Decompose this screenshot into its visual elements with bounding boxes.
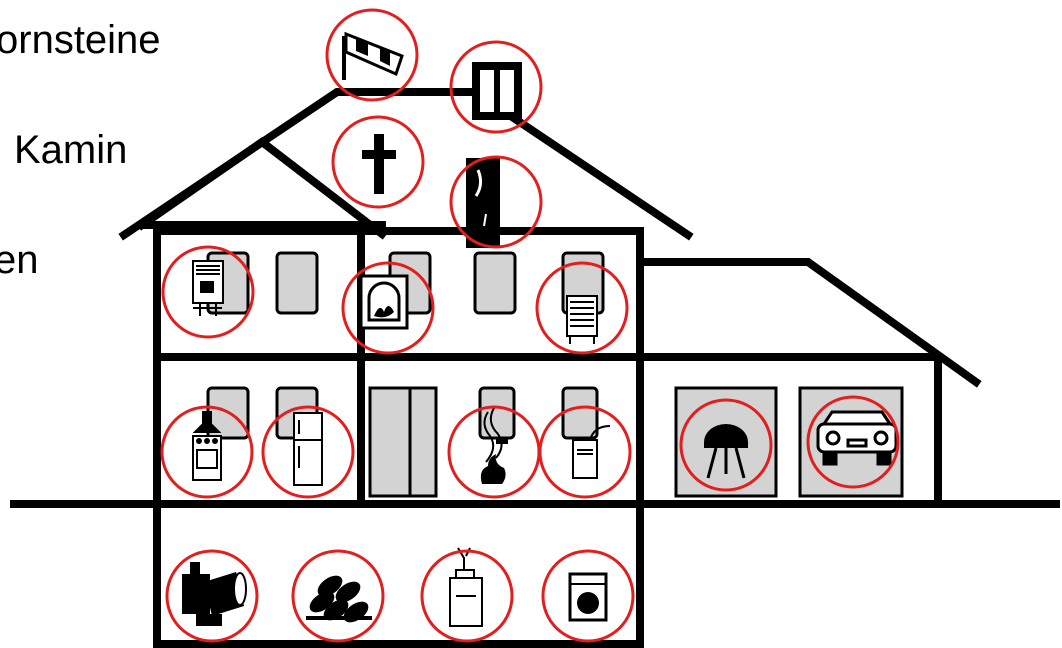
hazard-ring — [538, 405, 632, 499]
flue-pipe-icon — [466, 158, 500, 248]
dormer-roof — [136, 137, 388, 240]
hazard-ring — [449, 40, 543, 134]
house-structure — [10, 88, 1060, 648]
cross-icon — [362, 134, 396, 194]
patio-door — [368, 386, 438, 498]
window — [473, 251, 517, 315]
garage-roof — [636, 258, 982, 388]
window — [561, 386, 599, 440]
fireplace-stove-icon — [359, 274, 409, 330]
radiator-icon — [566, 295, 598, 344]
hazard-ring — [291, 549, 385, 643]
dehumidifier-icon — [572, 425, 611, 479]
car-icon — [816, 410, 898, 466]
window — [478, 386, 516, 440]
window — [275, 251, 319, 315]
barbecue-grill-icon — [704, 424, 748, 479]
hazard-ring — [541, 549, 635, 643]
windsock-icon — [342, 31, 404, 80]
hazard-ring — [331, 115, 425, 209]
hazard-ring — [806, 395, 900, 489]
label-chimneys: ornsteine — [0, 18, 161, 62]
cooker-hood-stove-icon — [192, 411, 222, 481]
gas-boiler-icon — [449, 547, 483, 627]
washing-machine-icon — [568, 572, 608, 622]
hazard-rings — [160, 8, 900, 643]
label-fireplace: Kamin — [14, 128, 128, 172]
hazard-ring — [325, 8, 419, 102]
fridge-icon — [293, 412, 323, 486]
house-walls — [153, 221, 644, 648]
hazard-ring — [420, 549, 514, 643]
main-roof — [118, 88, 694, 241]
hazard-ring — [449, 155, 543, 249]
oil-boiler-icon — [182, 562, 247, 626]
windows — [206, 251, 904, 498]
firewood-icon — [306, 575, 372, 623]
hazard-ring — [535, 261, 629, 355]
hazard-ring — [165, 549, 259, 643]
open-fire-icon — [480, 407, 508, 484]
hazard-ring — [679, 398, 773, 492]
wall-heater-icon — [192, 260, 224, 316]
hazard-ring — [261, 405, 355, 499]
hazard-ring — [160, 405, 254, 499]
garage-door-left — [674, 386, 778, 498]
hazard-ring — [161, 245, 255, 339]
chimney-top-icon — [472, 62, 522, 120]
label-partial: en — [0, 238, 39, 282]
hazard-ring — [341, 261, 435, 355]
